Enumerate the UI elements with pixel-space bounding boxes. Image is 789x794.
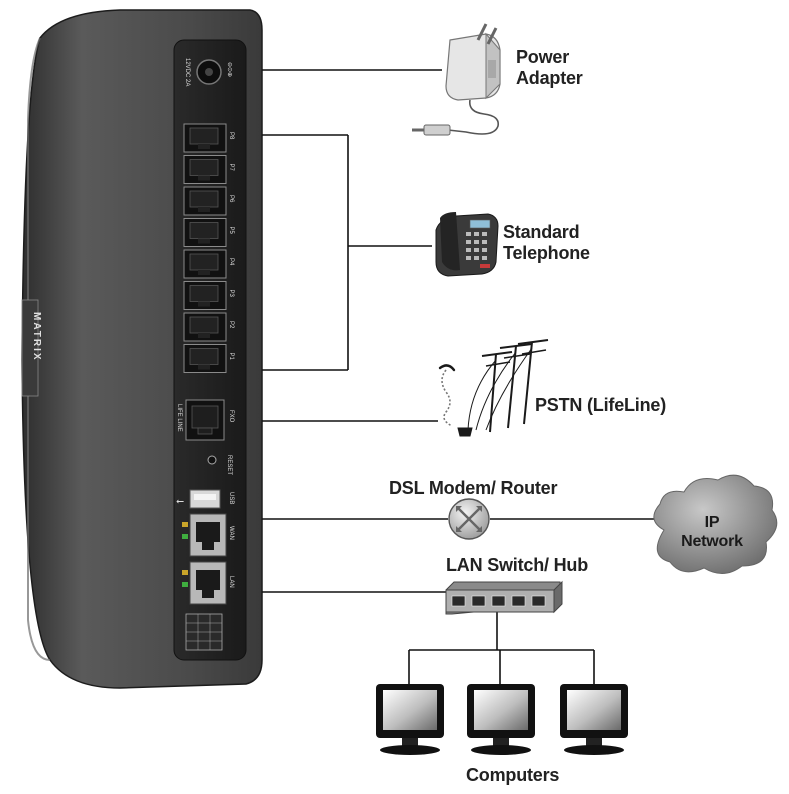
reset-button: RESET: [207, 455, 232, 475]
ip-network-cloud: [653, 474, 778, 574]
power-adapter-label: Power Adapter: [516, 47, 583, 89]
standard-telephone-label-line2: Telephone: [503, 243, 590, 263]
connection-lines: [262, 69, 654, 684]
lifeline-label: LIFE LINE: [176, 404, 182, 432]
computer-1: [376, 684, 444, 755]
usb-port: ⭠ USB: [176, 489, 234, 509]
pstn-poles-image: [438, 339, 549, 437]
reset-label: RESET: [226, 455, 232, 475]
phone-port-p5: P5: [183, 218, 234, 247]
phone-port-label: P4: [228, 258, 234, 266]
phone-port-p4: P4: [183, 249, 234, 279]
status-led-grid: [185, 613, 223, 651]
brand-text: MATRIX: [31, 312, 42, 362]
usb-icon: ⭠: [176, 496, 184, 507]
computer-3: [560, 684, 628, 755]
ip-network-label: IP Network: [672, 513, 752, 551]
router-icon: [448, 498, 490, 540]
svg-text:⊖⊙⊕: ⊖⊙⊕: [226, 62, 232, 77]
power-jack: 12VDC 2A ⊖⊙⊕: [184, 58, 232, 86]
phone-port-label: P1: [228, 353, 234, 361]
phone-port-p8: P8: [183, 123, 234, 153]
fxo-label: FXO: [228, 410, 234, 423]
wan-port: WAN: [182, 513, 234, 557]
computer-2: [467, 684, 535, 755]
phone-port-p1: P1: [183, 344, 234, 373]
power-adapter-image: [412, 23, 501, 136]
lan-label: LAN: [228, 576, 234, 588]
lan-switch-label: LAN Switch/ Hub: [446, 555, 588, 575]
power-spec-label: 12VDC 2A: [184, 58, 190, 86]
wan-label: WAN: [228, 526, 234, 540]
ip-network-label-line1: IP: [704, 514, 720, 531]
phone-port-p2: P2: [183, 312, 234, 342]
power-adapter-label-line1: Power: [516, 47, 570, 67]
phone-port-label: P3: [228, 290, 234, 298]
brand-logo: MATRIX: [21, 299, 42, 397]
standard-telephone-label-line1: Standard: [503, 222, 580, 242]
power-adapter-label-line2: Adapter: [516, 68, 583, 88]
dsl-modem-label: DSL Modem/ Router: [389, 478, 558, 498]
standard-telephone-label: Standard Telephone: [503, 222, 590, 264]
phone-port-label: P2: [228, 321, 234, 329]
lan-port: LAN: [182, 561, 234, 605]
pstn-label: PSTN (LifeLine): [535, 395, 666, 415]
lifeline-port: LIFE LINE FXO: [176, 399, 234, 441]
phone-port-label: P8: [228, 132, 234, 140]
phone-port-p7: P7: [183, 155, 234, 184]
ip-network-label-line2: Network: [681, 533, 743, 550]
phone-port-label: P5: [228, 227, 234, 235]
telephone-image: [435, 212, 499, 277]
phone-port-label: P7: [228, 164, 234, 172]
phone-port-p3: P3: [183, 281, 234, 310]
usb-label: USB: [228, 492, 234, 504]
phone-port-p6: P6: [183, 186, 234, 216]
computers-label: Computers: [466, 765, 560, 785]
phone-port-label: P6: [228, 195, 234, 203]
lan-switch-image: [445, 580, 563, 615]
